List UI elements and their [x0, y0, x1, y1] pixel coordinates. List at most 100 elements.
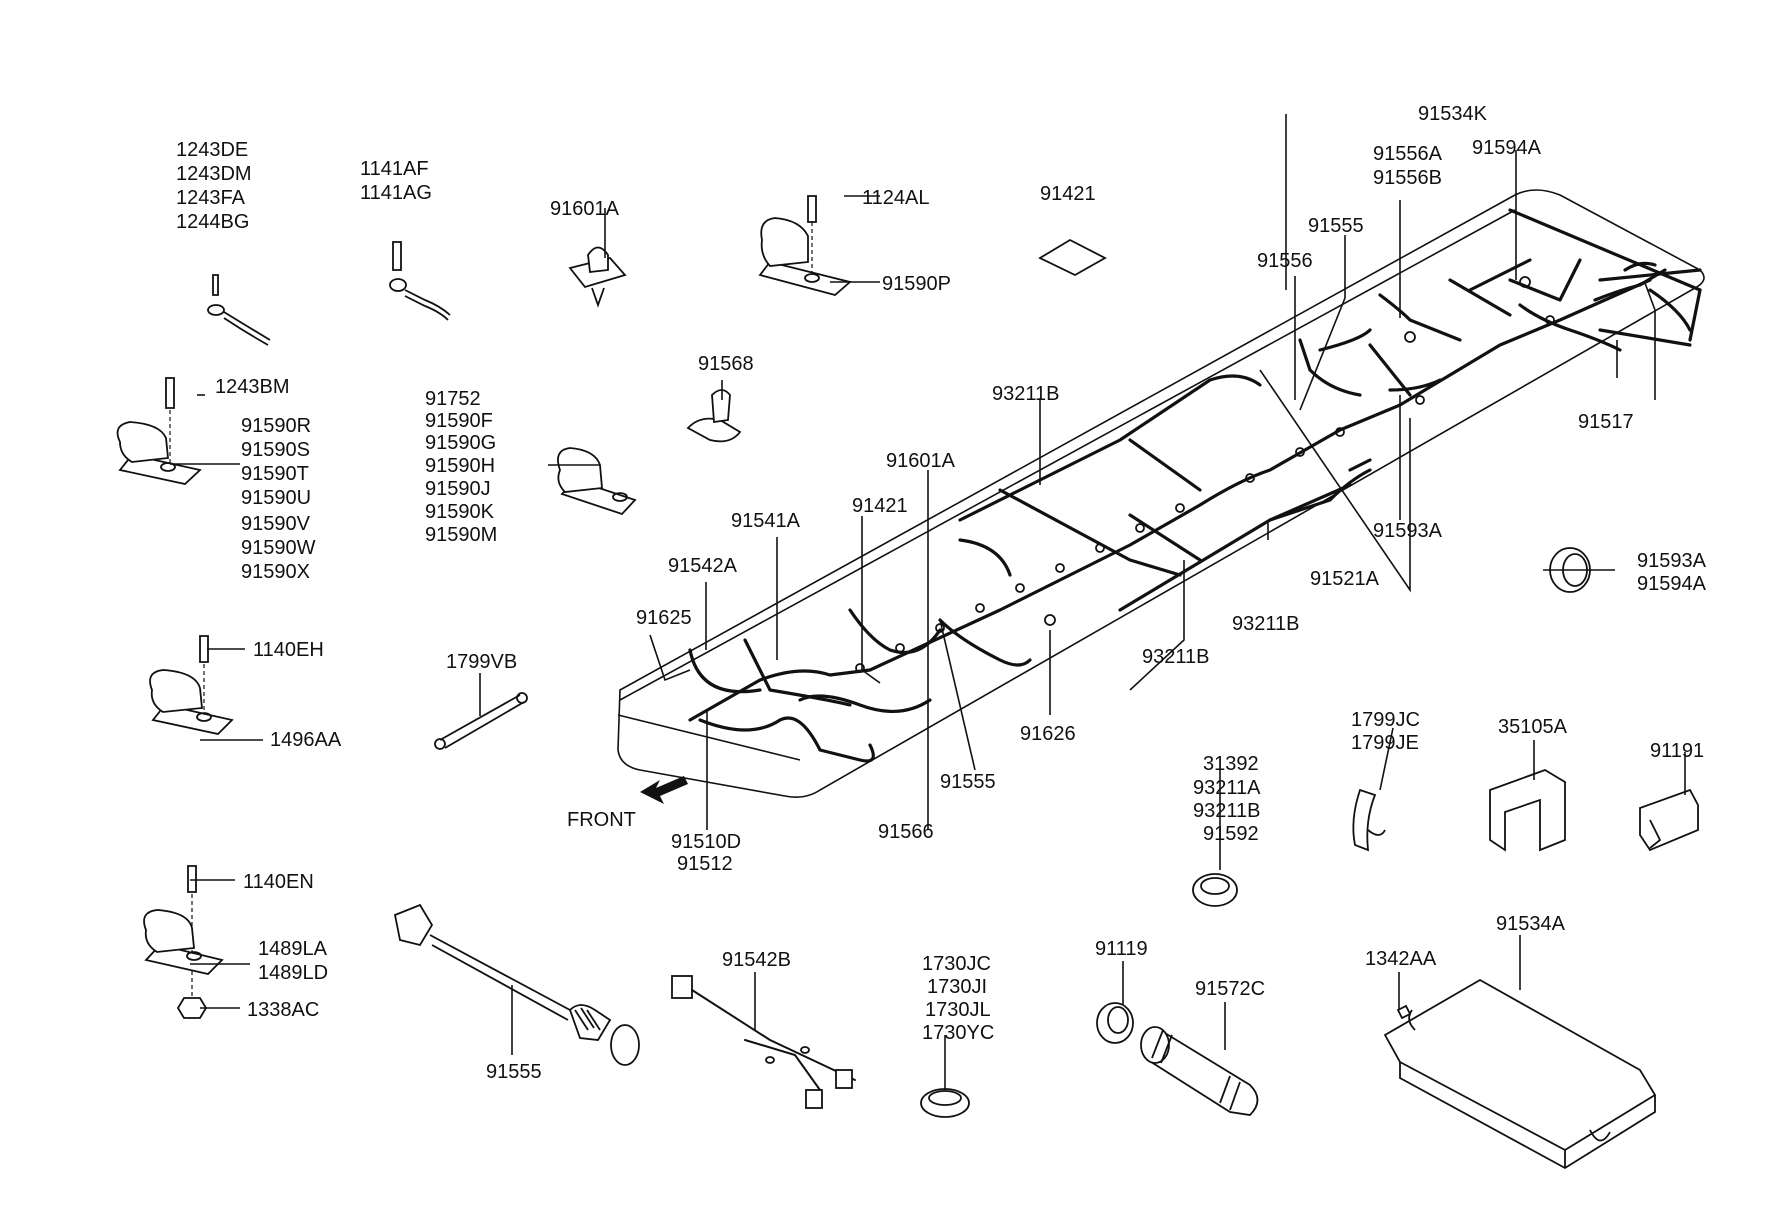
label-91594a-right: 91594A — [1637, 573, 1707, 595]
harness-clip-91601a — [568, 246, 627, 308]
label-91590h: 91590H — [425, 455, 495, 477]
label-91593a-right: 91593A — [1637, 550, 1707, 572]
label-1730jl: 1730JL — [925, 999, 991, 1021]
label-1140en: 1140EN — [243, 871, 314, 893]
label-91752: 91752 — [425, 388, 481, 410]
label-91119: 91119 — [1095, 938, 1148, 960]
label-91590p: 91590P — [882, 273, 951, 295]
label-91421-mid: 91421 — [852, 495, 908, 517]
label-91590g: 91590G — [425, 432, 496, 454]
label-1243fa: 1243FA — [176, 187, 246, 209]
label-91590m: 91590M — [425, 524, 497, 546]
label-91556: 91556 — [1257, 250, 1313, 272]
label-1243de: 1243DE — [176, 139, 248, 161]
ring-terminal-wire-1141 — [389, 241, 451, 321]
label-1799vb: 1799VB — [446, 651, 517, 673]
clamp-91590p — [758, 195, 852, 296]
label-1244bg: 1244BG — [176, 211, 249, 233]
label-91191: 91191 — [1650, 740, 1704, 762]
label-91590s: 91590S — [241, 439, 310, 461]
label-91590j: 91590J — [425, 478, 491, 500]
part-labels: 1243DE 1243DM 1243FA 1244BG 1141AF 1141A… — [176, 103, 1707, 1083]
label-91534a: 91534A — [1496, 913, 1566, 935]
label-1730jc: 1730JC — [922, 953, 991, 975]
label-91594a-top: 91594A — [1472, 137, 1542, 159]
label-91555-bottom: 91555 — [486, 1061, 542, 1083]
label-91556b: 91556B — [1373, 167, 1442, 189]
front-arrow-icon — [640, 776, 688, 804]
label-91512: 91512 — [677, 853, 733, 875]
grommet-1730jc — [920, 1088, 970, 1118]
cable-tie-1799jc — [1352, 788, 1386, 852]
label-1243bm: 1243BM — [215, 376, 290, 398]
grommet-91119 — [1096, 1002, 1134, 1044]
label-1489ld: 1489LD — [258, 962, 328, 984]
strap-1799vb — [434, 692, 528, 750]
label-1243dm: 1243DM — [176, 163, 252, 185]
connector-lead-91555 — [393, 903, 640, 1066]
label-91572c: 91572C — [1195, 978, 1265, 1000]
label-91521a: 91521A — [1310, 568, 1380, 590]
ring-terminal-wire-1243 — [207, 274, 271, 346]
label-91590r: 91590R — [241, 415, 311, 437]
clip-91191 — [1639, 788, 1699, 852]
label-91626: 91626 — [1020, 723, 1076, 745]
label-91568: 91568 — [698, 353, 754, 375]
label-91555-top: 91555 — [1308, 215, 1364, 237]
label-91556a: 91556A — [1373, 143, 1443, 165]
label-91601a-mid: 91601A — [886, 450, 956, 472]
junction-box-91534a — [1383, 978, 1657, 1170]
label-1342aa: 1342AA — [1365, 948, 1437, 970]
label-93211b-stack: 93211B — [1193, 800, 1260, 822]
clamp-1243bm — [116, 377, 202, 485]
label-91542a: 91542A — [668, 555, 738, 577]
front-label: FRONT — [567, 809, 636, 831]
label-1799je: 1799JE — [1351, 732, 1419, 754]
label-91534k: 91534K — [1418, 103, 1488, 125]
label-31392: 31392 — [1203, 753, 1259, 775]
label-91590w: 91590W — [241, 537, 316, 559]
bracket-35105a — [1489, 769, 1566, 852]
label-91593a-mid: 91593A — [1373, 520, 1443, 542]
label-91590v: 91590V — [241, 513, 311, 535]
label-1489la: 1489LA — [258, 938, 328, 960]
label-91601a-top: 91601A — [550, 198, 620, 220]
label-1141ag: 1141AG — [360, 182, 432, 204]
label-93211b-right: 93211B — [1232, 613, 1299, 635]
label-91625: 91625 — [636, 607, 692, 629]
label-1124al: 1124AL — [862, 187, 929, 209]
clamp-1140eh — [149, 635, 234, 735]
label-1496aa: 1496AA — [270, 729, 342, 751]
label-91421-top: 91421 — [1040, 183, 1096, 205]
connector-harness-91542b — [671, 975, 856, 1109]
clamp-1140en — [143, 865, 224, 1019]
main-harness — [688, 208, 1702, 763]
label-91542b: 91542B — [722, 949, 791, 971]
label-93211b-bottom: 93211B — [1142, 646, 1209, 668]
label-91555-mid: 91555 — [940, 771, 996, 793]
label-91590f: 91590F — [425, 410, 493, 432]
floor-panel — [617, 189, 1705, 798]
label-91510d: 91510D — [671, 831, 741, 853]
leader-lines — [170, 114, 1686, 1090]
pad-91421-top — [1038, 238, 1107, 277]
label-91541a: 91541A — [731, 510, 801, 532]
label-93211a: 93211A — [1193, 777, 1261, 799]
label-91590x: 91590X — [241, 561, 310, 583]
label-35105a: 35105A — [1498, 716, 1568, 738]
label-91590k: 91590K — [425, 501, 495, 523]
label-91566: 91566 — [878, 821, 934, 843]
label-1730yc: 1730YC — [922, 1022, 994, 1044]
label-91590t: 91590T — [241, 463, 309, 485]
label-91517: 91517 — [1578, 411, 1634, 433]
label-1141af: 1141AF — [360, 158, 429, 180]
label-91592: 91592 — [1203, 823, 1259, 845]
label-1730ji: 1730JI — [927, 976, 987, 998]
label-93211b-top: 93211B — [992, 383, 1059, 405]
label-1338ac: 1338AC — [247, 999, 319, 1021]
clamp-91590h — [557, 447, 637, 516]
label-1799jc: 1799JC — [1351, 709, 1420, 731]
label-91590u: 91590U — [241, 487, 311, 509]
protector-tube-91572c — [1140, 1026, 1259, 1116]
